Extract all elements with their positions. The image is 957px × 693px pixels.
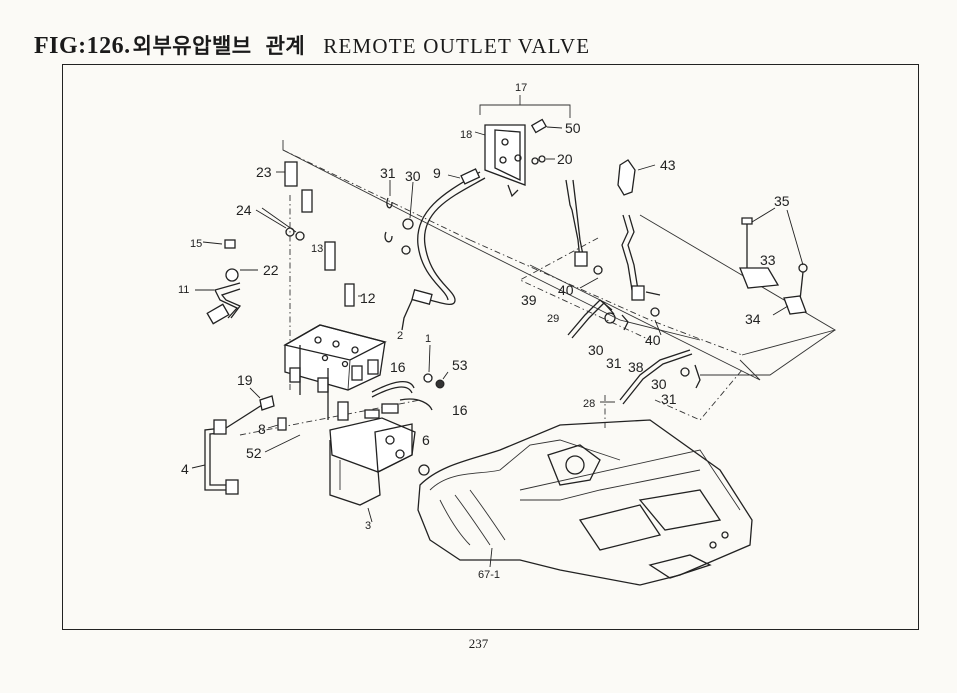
callout-15: 15 [190, 238, 202, 250]
callout-30b: 30 [651, 376, 667, 392]
callout-39: 39 [521, 292, 537, 308]
callout-23: 23 [256, 164, 272, 180]
callout-13: 13 [311, 243, 323, 255]
callout-1: 1 [425, 333, 431, 345]
page-number: 237 [468, 636, 489, 651]
callout-34: 34 [745, 311, 761, 327]
figure-number: FIG:126. [34, 33, 131, 59]
hydraulic-hose [401, 168, 486, 331]
callout-35: 35 [774, 193, 790, 209]
chassis-outline [239, 140, 837, 436]
callout-53: 53 [452, 357, 468, 373]
callout-16b: 16 [452, 402, 468, 418]
callout-20: 20 [557, 151, 573, 167]
callout-38: 38 [628, 359, 644, 375]
callout-19: 19 [237, 372, 253, 388]
top-bracket-assembly [474, 95, 571, 198]
callout-67-1: 67-1 [478, 569, 500, 581]
callout-43: 43 [660, 157, 676, 173]
callout-16a: 16 [390, 359, 406, 375]
callout-31a: 31 [606, 355, 622, 371]
main-valve-block [283, 324, 387, 420]
korean-title-suffix: 관계 [265, 34, 306, 58]
callout-2: 2 [397, 330, 403, 342]
linkage-rods [567, 299, 701, 405]
callout-18: 18 [460, 129, 472, 141]
bracket-33-assembly [739, 207, 808, 316]
callout-52: 52 [246, 445, 262, 461]
left-lower-fittings [249, 387, 301, 453]
callout-30: 30 [405, 168, 421, 184]
korean-title: 외부유압밸브 [132, 34, 252, 58]
callout-6: 6 [422, 432, 430, 448]
callout-40b: 40 [645, 332, 661, 348]
pipe-11 [195, 239, 258, 325]
callout-24: 24 [236, 202, 252, 218]
callout-11: 11 [178, 284, 189, 296]
callout-31b: 31 [661, 391, 677, 407]
callout-labels: 17 18 50 20 9 43 23 31 30 24 13 15 22 11… [178, 82, 790, 581]
transmission-housing [417, 419, 753, 586]
callout-8: 8 [258, 421, 266, 437]
callout-4: 4 [181, 461, 189, 477]
callout-17: 17 [515, 82, 527, 94]
callout-12: 12 [360, 290, 376, 306]
left-fittings [255, 161, 414, 307]
control-levers [565, 159, 662, 336]
diagram-frame [62, 64, 919, 630]
callout-33: 33 [760, 252, 776, 268]
callout-29: 29 [547, 313, 559, 325]
pipe-4 [191, 404, 263, 495]
figure-title: FIG:126.외부유압밸브 관계 REMOTE OUTLET VALVE [34, 30, 590, 60]
lower-valve-body [329, 401, 430, 523]
english-title: REMOTE OUTLET VALVE [323, 34, 591, 58]
callout-30a: 30 [588, 342, 604, 358]
callout-9: 9 [433, 165, 441, 181]
callout-50: 50 [565, 120, 581, 136]
callout-31: 31 [380, 165, 396, 181]
callout-22: 22 [263, 262, 279, 278]
callout-40a: 40 [558, 282, 574, 298]
upper-right-fittings [371, 344, 449, 411]
callout-3: 3 [365, 520, 371, 532]
callout-28: 28 [583, 398, 595, 410]
